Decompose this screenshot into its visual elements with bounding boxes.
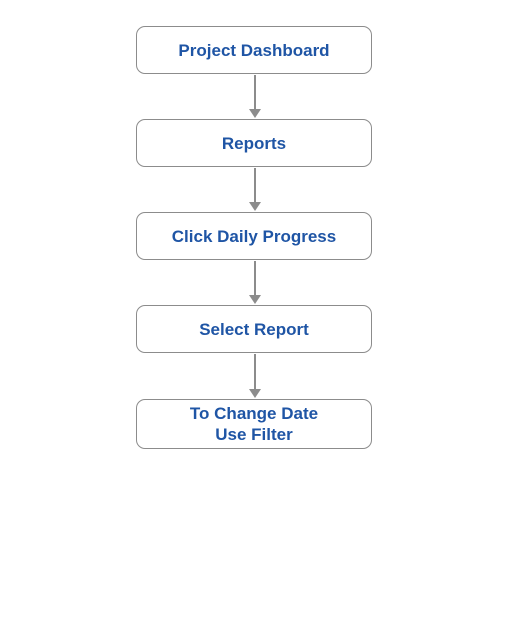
step-label: Project Dashboard <box>178 40 330 60</box>
arrow-down-icon <box>249 109 261 118</box>
connector-line <box>254 75 256 109</box>
step-project-dashboard: Project Dashboard <box>136 26 372 74</box>
step-label: To Change Date Use Filter <box>189 404 319 444</box>
arrow-down-icon <box>249 202 261 211</box>
step-label: Click Daily Progress <box>171 226 337 246</box>
connector-line <box>254 168 256 202</box>
step-reports: Reports <box>136 119 372 167</box>
step-label: Select Report <box>199 319 309 339</box>
connector-line <box>254 354 256 389</box>
step-click-daily-progress: Click Daily Progress <box>136 212 372 260</box>
arrow-down-icon <box>249 389 261 398</box>
connector-line <box>254 261 256 295</box>
step-label: Reports <box>221 133 287 153</box>
step-change-date-use-filter: To Change Date Use Filter <box>136 399 372 449</box>
step-select-report: Select Report <box>136 305 372 353</box>
arrow-down-icon <box>249 295 261 304</box>
